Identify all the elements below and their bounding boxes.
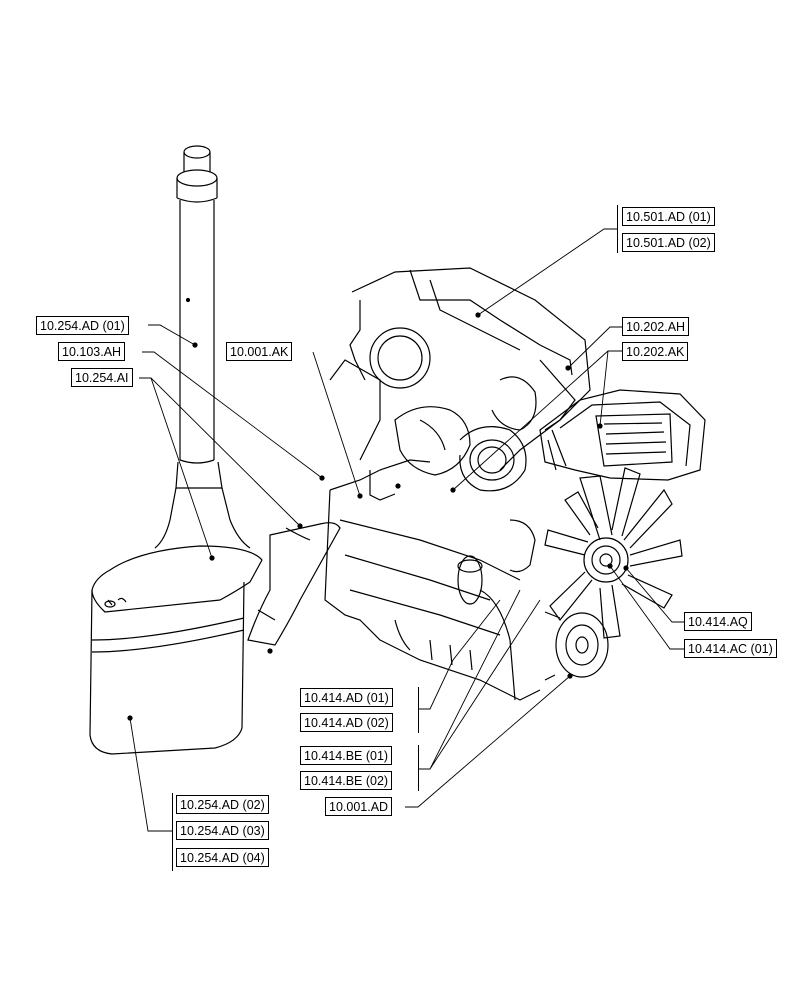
exhaust-stack-pipe xyxy=(154,145,251,549)
label-10-414-be-01[interactable]: 10.414.BE (01) xyxy=(300,746,393,765)
label-10-001-ak[interactable]: 10.001.AK xyxy=(226,342,293,361)
muffler-body xyxy=(89,545,263,755)
label-10-103-ah[interactable]: 10.103.AH xyxy=(58,342,126,361)
crank-pulley xyxy=(544,611,609,681)
label-10-414-ac-01[interactable]: 10.414.AC (01) xyxy=(684,639,777,658)
label-10-414-ad-01[interactable]: 10.414.AD (01) xyxy=(300,688,393,707)
label-10-254-ad-04[interactable]: 10.254.AD (04) xyxy=(176,848,269,867)
label-10-414-be-02[interactable]: 10.414.BE (02) xyxy=(300,771,393,790)
bracket-414-ad xyxy=(418,687,419,733)
label-10-501-ad-01[interactable]: 10.501.AD (01) xyxy=(622,207,715,226)
label-10-202-ak[interactable]: 10.202.AK xyxy=(622,342,689,361)
cooling-fan xyxy=(544,467,683,639)
label-10-414-aq[interactable]: 10.414.AQ xyxy=(684,612,752,631)
leader-lines xyxy=(129,228,684,832)
engine-block xyxy=(319,267,591,701)
label-10-254-ad-02[interactable]: 10.254.AD (02) xyxy=(176,795,269,814)
label-10-501-ad-02[interactable]: 10.501.AD (02) xyxy=(622,233,715,252)
exhaust-elbow-pipe xyxy=(247,522,341,654)
label-10-254-ad-03[interactable]: 10.254.AD (03) xyxy=(176,821,269,840)
label-10-202-ah[interactable]: 10.202.AH xyxy=(622,317,690,336)
label-10-254-ai[interactable]: 10.254.AI xyxy=(71,368,133,387)
bracket-254-02-04 xyxy=(172,793,173,871)
bracket-414-be xyxy=(418,745,419,791)
label-10-254-ad-01[interactable]: 10.254.AD (01) xyxy=(36,316,129,335)
bracket-501 xyxy=(617,205,618,253)
label-10-414-ad-02[interactable]: 10.414.AD (02) xyxy=(300,713,393,732)
label-10-001-ad[interactable]: 10.001.AD xyxy=(325,797,393,816)
air-cleaner xyxy=(539,389,706,481)
